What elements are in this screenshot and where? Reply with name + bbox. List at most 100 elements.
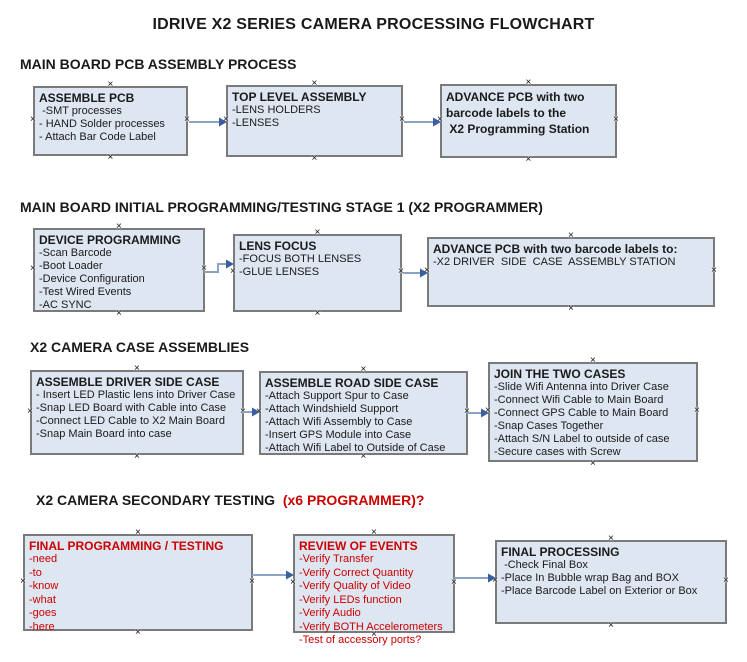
shape-step: -Scan Barcode bbox=[39, 247, 112, 259]
shape-assemble-pcb[interactable]: ASSEMBLE PCB -SMT processes - HAND Solde… bbox=[33, 86, 188, 156]
shape-step: - HAND Solder processes bbox=[39, 118, 165, 130]
shape-step: -Snap LED Board with Cable into Case bbox=[36, 402, 227, 414]
connection-point-icon bbox=[711, 267, 718, 274]
connection-point-icon bbox=[312, 80, 319, 87]
shape-step: -FOCUS BOTH LENSES bbox=[239, 253, 362, 265]
shape-assemble-driver-side-case[interactable]: ASSEMBLE DRIVER SIDE CASE - Insert LED P… bbox=[30, 370, 244, 455]
connection-point-icon bbox=[312, 155, 319, 162]
connection-point-icon bbox=[20, 578, 27, 585]
connector-arrow[interactable] bbox=[404, 115, 441, 129]
shape-step: -Verify Quality of Video bbox=[299, 580, 411, 592]
shape-step: -Test Wired Events bbox=[39, 286, 132, 298]
shape-step: -X2 DRIVER SIDE CASE ASSEMBLY STATION bbox=[433, 256, 676, 268]
connection-point-icon bbox=[315, 229, 322, 236]
connector-arrow-elbow[interactable] bbox=[204, 257, 235, 281]
shape-step: -Connect Wifi Cable to Main Board bbox=[494, 394, 664, 406]
shape-step: - Attach Bar Code Label bbox=[39, 131, 156, 143]
shape-step: -LENSES bbox=[232, 117, 280, 129]
connection-point-icon bbox=[116, 223, 123, 230]
shape-join-the-two-cases[interactable]: JOIN THE TWO CASES -Slide Wifi Antenna i… bbox=[488, 362, 698, 462]
connection-point-icon bbox=[613, 116, 620, 123]
shape-step: -Verify BOTH Accelerometers bbox=[299, 620, 443, 633]
page-title: IDRIVE X2 SERIES CAMERA PROCESSING FLOWC… bbox=[152, 16, 595, 33]
shape-step: -Verify LEDs function bbox=[299, 593, 402, 606]
connector-arrow[interactable] bbox=[242, 405, 260, 419]
shape-step: - Insert LED Plastic lens into Driver Ca… bbox=[36, 389, 236, 401]
connection-point-icon bbox=[590, 460, 597, 467]
shape-step: -need bbox=[29, 553, 58, 565]
shape-top-level-assembly[interactable]: TOP LEVEL ASSEMBLY -LENS HOLDERS -LENSES bbox=[226, 85, 403, 157]
connection-point-icon bbox=[108, 81, 115, 88]
shape-title: ASSEMBLE PCB bbox=[39, 91, 135, 105]
connection-point-icon bbox=[30, 265, 37, 272]
shape-step: -Snap Main Board into case bbox=[36, 428, 172, 440]
shape-assemble-road-side-case[interactable]: ASSEMBLE ROAD SIDE CASE -Attach Support … bbox=[259, 371, 468, 455]
shape-step: -goes bbox=[29, 607, 57, 619]
shape-step: -Attach S/N Label to outside of case bbox=[494, 433, 670, 445]
shape-step: -to bbox=[29, 566, 42, 579]
connection-point-icon bbox=[608, 535, 615, 542]
connection-point-icon bbox=[723, 577, 730, 584]
shape-step: -Snap Cases Together bbox=[494, 420, 604, 432]
shape-step: -Secure cases with Screw bbox=[494, 446, 621, 458]
connection-point-icon bbox=[371, 529, 378, 536]
shape-step: -Attach Support Spur to Case bbox=[265, 390, 409, 402]
connection-point-icon bbox=[590, 357, 597, 364]
shape-step: -Attach Wifi Label to Outside of Case bbox=[265, 442, 446, 454]
shape-step: -Place Barcode Label on Exterior or Box bbox=[501, 585, 698, 597]
shape-step: -Boot Loader bbox=[39, 260, 103, 272]
shape-step: -Verify Correct Quantity bbox=[299, 566, 414, 579]
section-heading-case-assemblies: X2 CAMERA CASE ASSEMBLIES bbox=[30, 339, 250, 355]
shape-lens-focus[interactable]: LENS FOCUS -FOCUS BOTH LENSES -GLUE LENS… bbox=[233, 234, 402, 312]
shape-step: -Connect GPS Cable to Main Board bbox=[494, 407, 669, 419]
shape-advance-pcb-programming-station[interactable]: ADVANCE PCB with two barcode labels to t… bbox=[440, 84, 617, 158]
shape-step: -Slide Wifi Antenna into Driver Case bbox=[494, 381, 669, 393]
shape-step: -AC SYNC bbox=[39, 299, 92, 311]
connection-point-icon bbox=[135, 529, 142, 536]
shape-advance-pcb-driver-side-station[interactable]: ADVANCE PCB with two barcode labels to: … bbox=[427, 237, 715, 307]
shape-step: -know bbox=[29, 580, 59, 592]
section-heading-secondary-testing: X2 CAMERA SECONDARY TESTING (x6 PROGRAMM… bbox=[36, 492, 425, 508]
shape-step: -SMT processes bbox=[39, 105, 122, 117]
shape-title: REVIEW OF EVENTS bbox=[299, 539, 418, 553]
shape-title: ASSEMBLE DRIVER SIDE CASE bbox=[36, 375, 220, 389]
connector-arrow[interactable] bbox=[403, 266, 428, 280]
shape-step: -Verify Audio bbox=[299, 607, 361, 619]
shape-device-programming[interactable]: DEVICE PROGRAMMING -Scan Barcode -Boot L… bbox=[33, 228, 205, 312]
shape-title: TOP LEVEL ASSEMBLY bbox=[232, 90, 367, 104]
shape-review-of-events[interactable]: REVIEW OF EVENTS -Verify Transfer -Verif… bbox=[293, 534, 455, 646]
connection-point-icon bbox=[315, 310, 322, 317]
shape-final-programming-testing[interactable]: FINAL PROGRAMMING / TESTING -need -to -k… bbox=[20, 534, 253, 633]
connector-arrow[interactable] bbox=[467, 406, 489, 420]
connector-arrow[interactable] bbox=[252, 568, 294, 582]
connection-point-icon bbox=[30, 116, 37, 123]
shape-final-processing[interactable]: FINAL PROCESSING -Check Final Box -Place… bbox=[495, 540, 727, 624]
connector-arrow[interactable] bbox=[454, 571, 496, 585]
connector-arrow[interactable] bbox=[189, 115, 227, 129]
shape-step: -Device Configuration bbox=[39, 273, 145, 285]
connection-point-icon bbox=[526, 156, 533, 163]
shape-title: ADVANCE PCB with two barcode labels to: bbox=[433, 242, 678, 256]
shape-step: -Test of accessory ports? bbox=[299, 634, 422, 646]
shape-step: -what bbox=[29, 593, 56, 606]
connection-point-icon bbox=[568, 305, 575, 312]
shape-step: -LENS HOLDERS bbox=[232, 104, 321, 116]
connection-point-icon bbox=[134, 365, 141, 372]
connection-point-icon bbox=[608, 622, 615, 629]
shape-step: -Insert GPS Module into Case bbox=[265, 429, 412, 441]
connection-point-icon bbox=[134, 453, 141, 460]
section-heading-pcb-assembly: MAIN BOARD PCB ASSEMBLY PROCESS bbox=[20, 56, 297, 72]
connection-point-icon bbox=[361, 366, 368, 373]
shape-step: -Check Final Box bbox=[501, 559, 588, 571]
shape-step: -GLUE LENSES bbox=[239, 266, 320, 278]
shape-title: DEVICE PROGRAMMING bbox=[39, 233, 182, 247]
shape-title: FINAL PROCESSING bbox=[501, 545, 620, 559]
connection-point-icon bbox=[27, 408, 34, 415]
shape-title: LENS FOCUS bbox=[239, 239, 317, 253]
secondary-testing-red-note: (x6 PROGRAMMER)? bbox=[282, 492, 425, 508]
shape-step: -here bbox=[29, 620, 55, 633]
shape-step: -Connect LED Cable to X2 Main Board bbox=[36, 415, 225, 427]
shape-title: ADVANCE PCB with two barcode labels to t… bbox=[446, 90, 590, 136]
shape-title: FINAL PROGRAMMING / TESTING bbox=[29, 539, 224, 553]
